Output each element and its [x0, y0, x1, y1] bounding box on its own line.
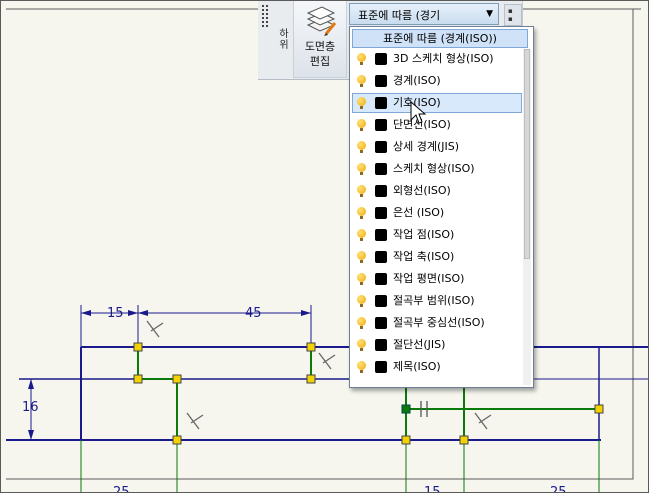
layer-item[interactable]: 절곡부 범위(ISO)	[352, 291, 522, 311]
lightbulb-icon[interactable]	[357, 163, 366, 175]
lightbulb-icon[interactable]	[357, 273, 366, 285]
edit-layers-button[interactable]: 도면층 편집	[293, 1, 347, 78]
lightbulb-icon[interactable]	[357, 229, 366, 241]
dropdown-scrollbar[interactable]	[523, 49, 531, 385]
panel-options-button[interactable]: ▪ ▪	[504, 4, 522, 26]
chevron-down-icon: ▼	[486, 9, 493, 19]
layer-item[interactable]: 작업 평면(ISO)	[352, 269, 522, 289]
color-swatch-icon	[375, 119, 387, 131]
layer-item[interactable]: 절단선(JIS)	[352, 335, 522, 355]
dropdown-header-item[interactable]: 표준에 따름 (경계(ISO))	[352, 29, 528, 48]
layer-item[interactable]: 작업 축(ISO)	[352, 247, 522, 267]
ribbon-vertical-label: 하위	[279, 29, 289, 51]
layer-item[interactable]: 절곡부 중심선(ISO)	[352, 313, 522, 333]
dim-25: 25	[113, 485, 130, 492]
color-swatch-icon	[375, 251, 387, 263]
sketch-point-green	[401, 404, 411, 414]
layer-item[interactable]: 3D 스케치 형상(ISO)	[352, 49, 522, 69]
color-swatch-icon	[375, 53, 387, 65]
constraint-glyph-2	[318, 352, 336, 370]
color-swatch-icon	[375, 75, 387, 87]
layer-item[interactable]: 단면선(ISO)	[352, 115, 522, 135]
color-swatch-icon	[375, 141, 387, 153]
edit-layers-label: 도면층 편집	[304, 40, 336, 68]
ribbon-grip[interactable]	[260, 3, 270, 29]
color-swatch-icon	[375, 163, 387, 175]
constraint-glyph-4	[474, 412, 492, 430]
color-swatch-icon	[375, 317, 387, 329]
lightbulb-icon[interactable]	[357, 251, 366, 263]
layer-item[interactable]: 경계(ISO)	[352, 71, 522, 91]
layers-pencil-icon	[306, 6, 336, 36]
lightbulb-icon[interactable]	[357, 361, 366, 373]
layer-item[interactable]: 작업 점(ISO)	[352, 225, 522, 245]
dialog-launcher-icon: ▪	[508, 7, 513, 15]
color-swatch-icon	[375, 185, 387, 197]
parallel-glyph	[420, 401, 428, 417]
color-swatch-icon	[375, 207, 387, 219]
dim-45: 45	[245, 306, 262, 321]
lightbulb-icon[interactable]	[357, 295, 366, 307]
color-swatch-icon	[375, 295, 387, 307]
mouse-cursor-icon	[410, 101, 426, 124]
lightbulb-icon[interactable]	[357, 119, 366, 131]
dim-16: 16	[22, 400, 39, 415]
dim-15: 15	[107, 306, 124, 321]
lightbulb-icon[interactable]	[357, 53, 366, 65]
layer-item-hovered[interactable]: 기호(ISO)	[352, 93, 522, 113]
color-swatch-icon	[375, 97, 387, 109]
constraint-glyph-3	[186, 412, 204, 430]
dim-15-bottom: 15	[424, 485, 441, 492]
layer-item[interactable]: 상세 경계(JIS)	[352, 137, 522, 157]
lightbulb-icon[interactable]	[357, 141, 366, 153]
layer-item[interactable]: 외형선(ISO)	[352, 181, 522, 201]
color-swatch-icon	[375, 339, 387, 351]
lightbulb-icon[interactable]	[357, 339, 366, 351]
lightbulb-icon[interactable]	[357, 97, 366, 109]
lightbulb-icon[interactable]	[357, 317, 366, 329]
scrollbar-thumb[interactable]	[524, 49, 530, 259]
layer-item[interactable]: 은선 (ISO)	[352, 203, 522, 223]
layer-dropdown: 표준에 따름 (경계(ISO)) 3D 스케치 형상(ISO) 경계(ISO) …	[349, 26, 534, 388]
color-swatch-icon	[375, 361, 387, 373]
layer-item[interactable]: 제목(ISO)	[352, 357, 522, 377]
lightbulb-icon[interactable]	[357, 185, 366, 197]
constraint-glyph-1	[146, 320, 164, 338]
lightbulb-icon[interactable]	[357, 207, 366, 219]
layer-combo[interactable]: 표준에 따름 (경기 ▼	[349, 3, 499, 25]
lightbulb-icon[interactable]	[357, 75, 366, 87]
dim-25-bottom: 25	[550, 485, 567, 492]
color-swatch-icon	[375, 229, 387, 241]
layer-combo-value: 표준에 따름 (경기	[358, 9, 441, 22]
color-swatch-icon	[375, 273, 387, 285]
layer-item[interactable]: 스케치 형상(ISO)	[352, 159, 522, 179]
